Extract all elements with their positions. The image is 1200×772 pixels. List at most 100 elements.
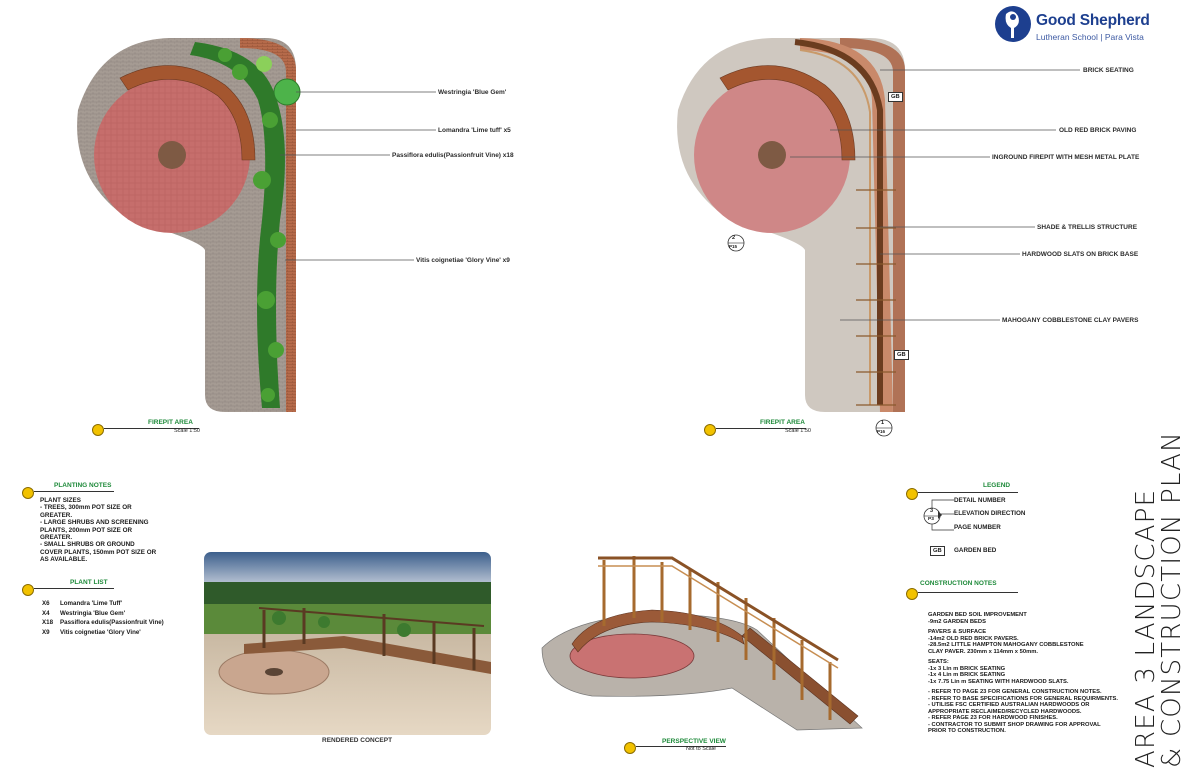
plant-name: Vitis coignetiae 'Glory Vine' [60,628,141,636]
construction-notes-body: GARDEN BED SOIL IMPROVEMENT -9m2 GARDEN … [928,612,1118,735]
plant-list-title: PLANT LIST [70,579,108,586]
school-logo: Good Shepherd Lutheran School | Para Vis… [994,4,1198,48]
planting-note-line: - SMALL SHRUBS OR GROUND [40,541,135,549]
plant-name: Passiflora edulis(Passionfruit Vine) [60,619,164,626]
callout-firepit: INGROUND FIREPIT WITH MESH METAL PLATE [992,154,1140,161]
construction-note-line: -14m2 OLD RED BRICK PAVERS. [928,635,1019,642]
detail-marker-1-bottom: P16 [877,429,886,434]
detail-marker-1-top: 1 [881,420,885,426]
planting-note-line: COVER PLANTS, 150mm POT SIZE OR [40,548,157,556]
planting-notes-body: PLANT SIZES - TREES, 300mm POT SIZE OR G… [40,497,156,564]
planting-notes-marker [22,487,34,499]
planting-note-line: AS AVAILABLE. [40,556,88,564]
plant-qty: X6 [42,600,50,607]
legend-detail-symbol [923,499,954,531]
legend-symbol-top: 3 [930,508,934,514]
construction-note-line: -9m2 GARDEN BEDS [928,618,986,625]
construction-note-line: PAVERS & SURFACE [928,629,987,635]
logo-subtitle: Lutheran School | Para Vista [1036,32,1144,42]
plant-name: Lomandra 'Lime Tuff' [60,600,122,607]
legend-title: LEGEND [983,482,1011,489]
left-brick-seating [119,65,256,161]
right-brick-edge [840,38,905,412]
construction-note-line: -1x 4 Lin m BRICK SEATING [928,672,1006,678]
right-brick-seating [719,65,856,161]
legend-garden-bed: GARDEN BED [954,547,997,554]
left-firepit [158,141,186,169]
sheet-title: AREA 3 LANDSCAPE & CONSTRUCTION PLAN [1131,431,1187,768]
callout-westringia: Westringia 'Blue Gem' [438,89,507,96]
render-caption: RENDERED CONCEPT [322,737,393,744]
construction-note-line: -1x 3 Lin m BRICK SEATING [928,665,1006,672]
planting-note-line: - LARGE SHRUBS AND SCREENING [40,519,149,527]
right-planter-band [800,38,893,412]
shepherd-emblem-icon [995,6,1031,42]
plant-list-row: X4 Westringia 'Blue Gem' [42,609,164,619]
sheet-title-line1: AREA 3 LANDSCAPE [1131,488,1161,768]
perspective-scale: Not to Scale [686,746,716,752]
perspective-drawing [541,556,863,731]
construction-note-line: PRIOR TO CONSTRUCTION. [928,728,1006,734]
trellis-curve [794,39,883,405]
construction-note-line: GARDEN BED SOIL IMPROVEMENT [928,612,1027,618]
planting-note-line: - TREES, 300mm POT SIZE OR [40,504,132,512]
left-title-marker [92,424,104,436]
plant-qty: X18 [42,619,54,626]
construction-note-line: CLAY PAVER. 230mm x 114mm x 50mm. [928,648,1038,655]
plant-list-marker [22,584,34,596]
left-plan [77,38,436,412]
rendered-concept-image [204,552,491,735]
callout-cobblestone: MAHOGANY COBBLESTONE CLAY PAVERS [1002,317,1139,324]
callout-trellis: SHADE & TRELLIS STRUCTURE [1037,224,1138,231]
plant-qty: X4 [42,609,50,617]
plant-qty: X9 [42,628,50,636]
logo-name: Good Shepherd [1036,12,1150,29]
right-title-marker [704,424,716,436]
construction-note-line: - REFER TO BASE SPECIFICATIONS FOR GENER… [928,695,1119,702]
legend-symbol-bottom: P3 [928,517,934,522]
construction-note-line: - REFER PAGE 23 FOR HARDWOOD FINISHES. [928,715,1058,721]
callout-passiflora: Passiflora edulis(Passionfruit Vine) x18 [392,152,514,159]
left-vines [190,42,285,408]
right-plan-scale: Scale 1:50 [785,428,811,434]
legend-marker [906,488,918,500]
detail-marker-2-bottom: P15 [729,244,738,249]
planting-notes-title: PLANTING NOTES [54,482,112,489]
planting-note-line: PLANT SIZES [40,497,81,504]
callout-hardwood-slats: HARDWOOD SLATS ON BRICK BASE [1022,251,1139,258]
plant-list-row: X6 Lomandra 'Lime Tuff' [42,599,164,609]
gb-tag-top: GB [888,92,903,102]
sheet-title-line2: & CONSTRUCTION PLAN [1157,431,1187,768]
left-brick-edge [240,38,296,412]
legend-page-number: PAGE NUMBER [954,524,1001,531]
detail-marker-2-top: 2 [732,235,736,241]
left-plan-title: FIREPIT AREA [148,419,193,426]
construction-note-line: -28.5m2 LITTLE HAMPTON MAHOGANY COBBLEST… [928,642,1084,648]
plant-list-row: X9 Vitis coignetiae 'Glory Vine' [42,628,164,638]
right-firepit [758,141,786,169]
legend-detail-number: DETAIL NUMBER [954,497,1006,504]
callout-brick-seating: BRICK SEATING [1083,67,1134,74]
callout-lomandra: Lomandra 'Lime tuff' x5 [438,127,511,134]
right-plan [677,38,1080,437]
perspective-marker [624,742,636,754]
plant-list-row: X18 Passiflora edulis(Passionfruit Vine) [42,618,164,628]
legend-gb-tag: GB [930,546,945,556]
construction-note-line: - UTILISE FSC CERTIFIED AUSTRALIAN HARDW… [928,702,1090,708]
callout-red-brick-paving: OLD RED BRICK PAVING [1059,127,1137,134]
construction-note-line: APPROPRIATE RECLAIMED/RECYCLED HARDWOODS… [928,708,1082,715]
planting-note-line: GREATER. [40,534,73,542]
gb-tag-bottom: GB [894,350,909,360]
perspective-title: PERSPECTIVE VIEW [662,738,726,745]
planting-note-line: GREATER. [40,511,73,519]
construction-note-line: - CONTRACTOR TO SUBMIT SHOP DRAWING FOR … [928,721,1101,728]
construction-notes-title: CONSTRUCTION NOTES [920,580,997,587]
callout-vitis: Vitis coignetiae 'Glory Vine' x9 [416,257,510,264]
right-plan-title: FIREPIT AREA [760,419,805,426]
planting-note-line: PLANTS, 200mm POT SIZE OR [40,526,133,534]
construction-note-line: - REFER TO PAGE 23 FOR GENERAL CONSTRUCT… [928,689,1102,695]
construction-note-line: SEATS: [928,659,949,665]
legend-elevation-direction: ELEVATION DIRECTION [954,510,1026,517]
left-plan-scale: Scale 1:50 [174,428,200,434]
plant-name: Westringia 'Blue Gem' [60,609,126,617]
